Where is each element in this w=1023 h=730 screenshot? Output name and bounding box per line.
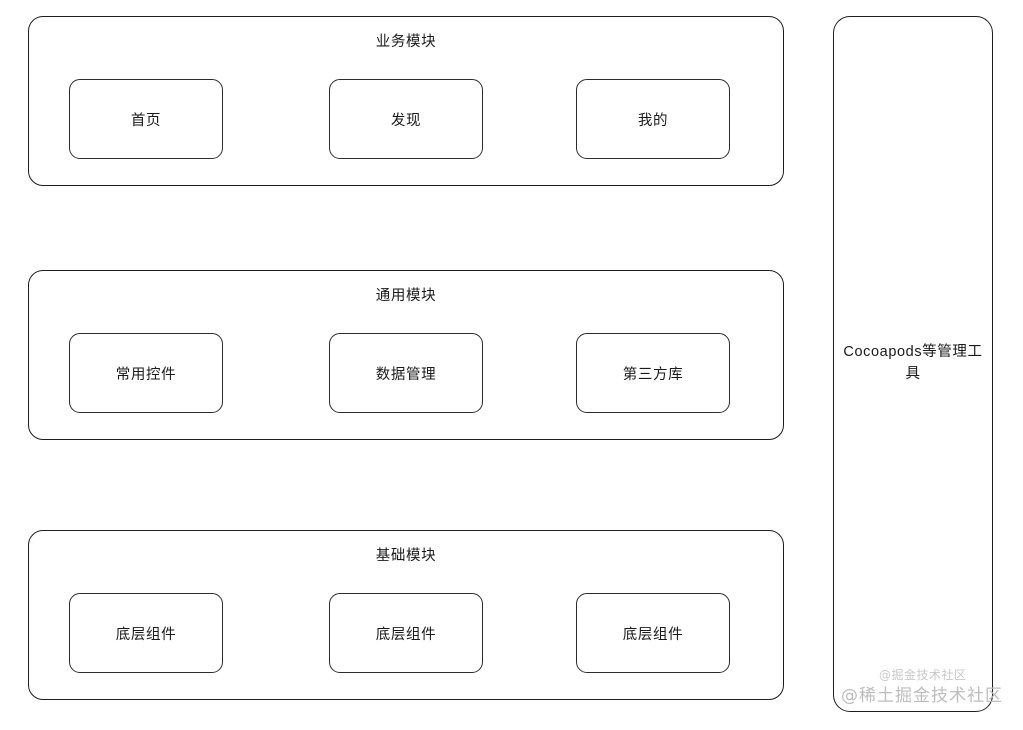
module-box-base-component-1[interactable]: 底层组件 <box>69 593 223 673</box>
group-title-base: 基础模块 <box>375 548 437 564</box>
module-box-third-party-library[interactable]: 第三方库 <box>576 333 730 413</box>
group-business-module[interactable]: 业务模块 首页 发现 我的 <box>28 16 784 186</box>
module-label-base-component-2: 底层组件 <box>375 626 437 643</box>
module-box-data-management[interactable]: 数据管理 <box>329 333 483 413</box>
module-row-common: 常用控件 数据管理 第三方库 <box>29 333 783 413</box>
module-box-discover[interactable]: 发现 <box>329 79 483 159</box>
module-label-data-management: 数据管理 <box>375 366 437 383</box>
module-label-common-widgets: 常用控件 <box>115 366 177 383</box>
module-box-mine[interactable]: 我的 <box>576 79 730 159</box>
group-common-module[interactable]: 通用模块 常用控件 数据管理 第三方库 <box>28 270 784 440</box>
group-title-common: 通用模块 <box>375 288 437 304</box>
group-title-business: 业务模块 <box>375 34 437 50</box>
side-panel-label-tooling: Cocoapods等管理工具 <box>843 344 983 382</box>
module-label-third-party-library: 第三方库 <box>622 366 684 383</box>
module-row-business: 首页 发现 我的 <box>29 79 783 159</box>
side-panel-tooling[interactable]: Cocoapods等管理工具 <box>833 16 993 712</box>
module-label-home: 首页 <box>130 112 162 129</box>
module-label-discover: 发现 <box>390 112 422 129</box>
group-base-module[interactable]: 基础模块 底层组件 底层组件 底层组件 <box>28 530 784 700</box>
module-label-mine: 我的 <box>637 112 669 129</box>
module-box-base-component-3[interactable]: 底层组件 <box>576 593 730 673</box>
module-label-base-component-3: 底层组件 <box>622 626 684 643</box>
module-box-base-component-2[interactable]: 底层组件 <box>329 593 483 673</box>
module-row-base: 底层组件 底层组件 底层组件 <box>29 593 783 673</box>
module-box-common-widgets[interactable]: 常用控件 <box>69 333 223 413</box>
module-label-base-component-1: 底层组件 <box>115 626 177 643</box>
module-box-home[interactable]: 首页 <box>69 79 223 159</box>
